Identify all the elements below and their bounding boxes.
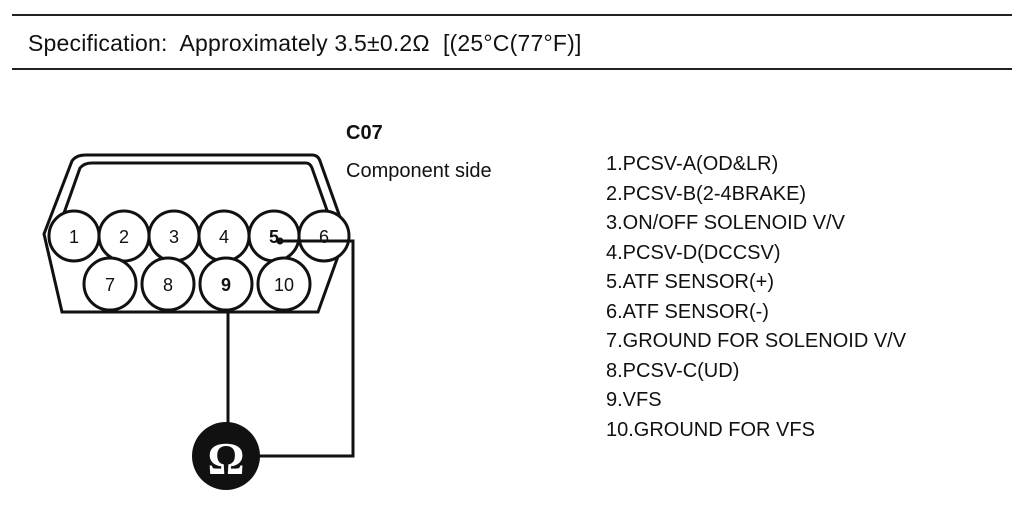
pin-9-label: 9: [221, 275, 231, 295]
ohmmeter-icon: [192, 422, 260, 490]
pin-3-label: 3: [169, 227, 179, 247]
pin-description-item: 3.ON/OFF SOLENOID V/V: [606, 212, 845, 234]
pin-description-item: 2.PCSV-B(2-4BRAKE): [606, 182, 807, 205]
pin-6-label: 6: [319, 227, 329, 247]
pin-6-circle: [297, 209, 351, 263]
pin-2-label: 2: [119, 227, 129, 247]
pin-10-circle: [256, 256, 312, 312]
pin-1-label: 1: [69, 227, 79, 247]
top-rule: [12, 14, 1012, 16]
pin-7-label: 7: [105, 275, 115, 295]
pin-row-bottom: 7 8 9 10: [82, 256, 312, 312]
pin-9-circle: [198, 256, 254, 312]
pin-description-item: 10.GROUND FOR VFS: [606, 418, 815, 441]
pin-4-label: 4: [219, 227, 229, 247]
pin-description-item: 9.VFS: [606, 389, 662, 411]
probe-lead-pin-5: [258, 239, 355, 458]
bottom-rule: [12, 68, 1012, 70]
lead-junction-dot: [276, 237, 284, 245]
pin-5-label: 5: [269, 227, 279, 247]
connector-code: C07: [346, 122, 383, 144]
pin-description-item: 8.PCSV-C(UD): [606, 359, 740, 382]
pin-8-label: 8: [163, 275, 173, 295]
pin-8-circle: [140, 256, 196, 312]
pin-7-circle: [82, 256, 138, 312]
pin-description-item: 4.PCSV-D(DCCSV): [606, 241, 781, 264]
pin-10-label: 10: [274, 275, 294, 295]
pin-description-item: 7.GROUND FOR SOLENOID V/V: [606, 330, 907, 352]
pin-description-item: 1.PCSV-A(OD&LR): [606, 153, 779, 175]
pin-description-list: 1.PCSV-A(OD&LR) 2.PCSV-B(2-4BRAKE) 3.ON/…: [606, 150, 906, 445]
pin-description-item: 6.ATF SENSOR(-): [606, 300, 769, 323]
specification-text: Specification: Approximately 3.5±0.2Ω [(…: [28, 30, 582, 56]
connector-side-label: Component side: [346, 160, 492, 182]
pin-description-item: 5.ATF SENSOR(+): [606, 271, 774, 293]
connector-housing-outer: [42, 153, 348, 314]
ohmmeter-symbol: Ω: [208, 433, 245, 484]
pin-row-top: 1 2 3 4 5 6: [47, 209, 351, 263]
